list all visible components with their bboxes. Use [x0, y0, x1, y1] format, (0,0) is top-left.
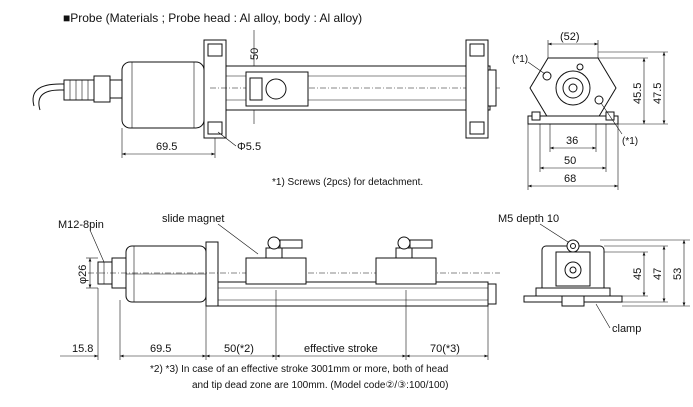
top-view: 69.5 50 Φ5.5	[32, 30, 500, 158]
dim-45: 45	[632, 268, 644, 280]
dim-50-end: 50	[564, 155, 576, 167]
note-2-line-1: *2) *3) In case of an effective stroke 3…	[150, 364, 448, 375]
dim-52: (52)	[560, 31, 580, 43]
dim-50-star2: 50(*2)	[224, 343, 254, 355]
dim-15-8: 15.8	[72, 343, 93, 355]
dim-phi55: Φ5.5	[237, 141, 261, 153]
note-1: *1) Screws (2pcs) for detachment.	[272, 177, 423, 188]
end-view-top: (52) 36 50 68 45.5 47.5 (*1) (*1)	[512, 31, 668, 190]
dim-69-5-top: 69.5	[156, 141, 177, 153]
clamp-label: clamp	[612, 323, 641, 335]
dim-53: 53	[672, 268, 684, 280]
dim-50-top: 50	[249, 48, 261, 60]
dim-47-5: 47.5	[652, 83, 664, 104]
dim-47: 47	[652, 268, 664, 280]
dim-70-star3: 70(*3)	[430, 343, 460, 355]
end-view-bottom: M5 depth 10 clamp 45 47 53	[498, 213, 690, 335]
connector-label: M12-8pin	[58, 219, 104, 231]
dim-phi26: φ26	[77, 265, 89, 284]
dim-69-5-side: 69.5	[150, 343, 171, 355]
m5-label: M5 depth 10	[498, 213, 559, 225]
dim-45-5: 45.5	[632, 83, 644, 104]
title: ■Probe (Materials ; Probe head : Al allo…	[63, 11, 362, 25]
note-2-line-2: and tip dead zone are 100mm. (Model code…	[192, 380, 448, 391]
dim-68: 68	[564, 173, 576, 185]
dim-36: 36	[566, 135, 578, 147]
dim-effective-stroke: effective stroke	[304, 343, 378, 355]
slide-magnet-label: slide magnet	[162, 213, 224, 225]
screw-mark-left: (*1)	[512, 54, 528, 65]
screw-mark-right: (*1)	[622, 136, 638, 147]
side-view: M12-8pin slide magnet φ26 15.8 69.5 50(*…	[58, 213, 500, 360]
